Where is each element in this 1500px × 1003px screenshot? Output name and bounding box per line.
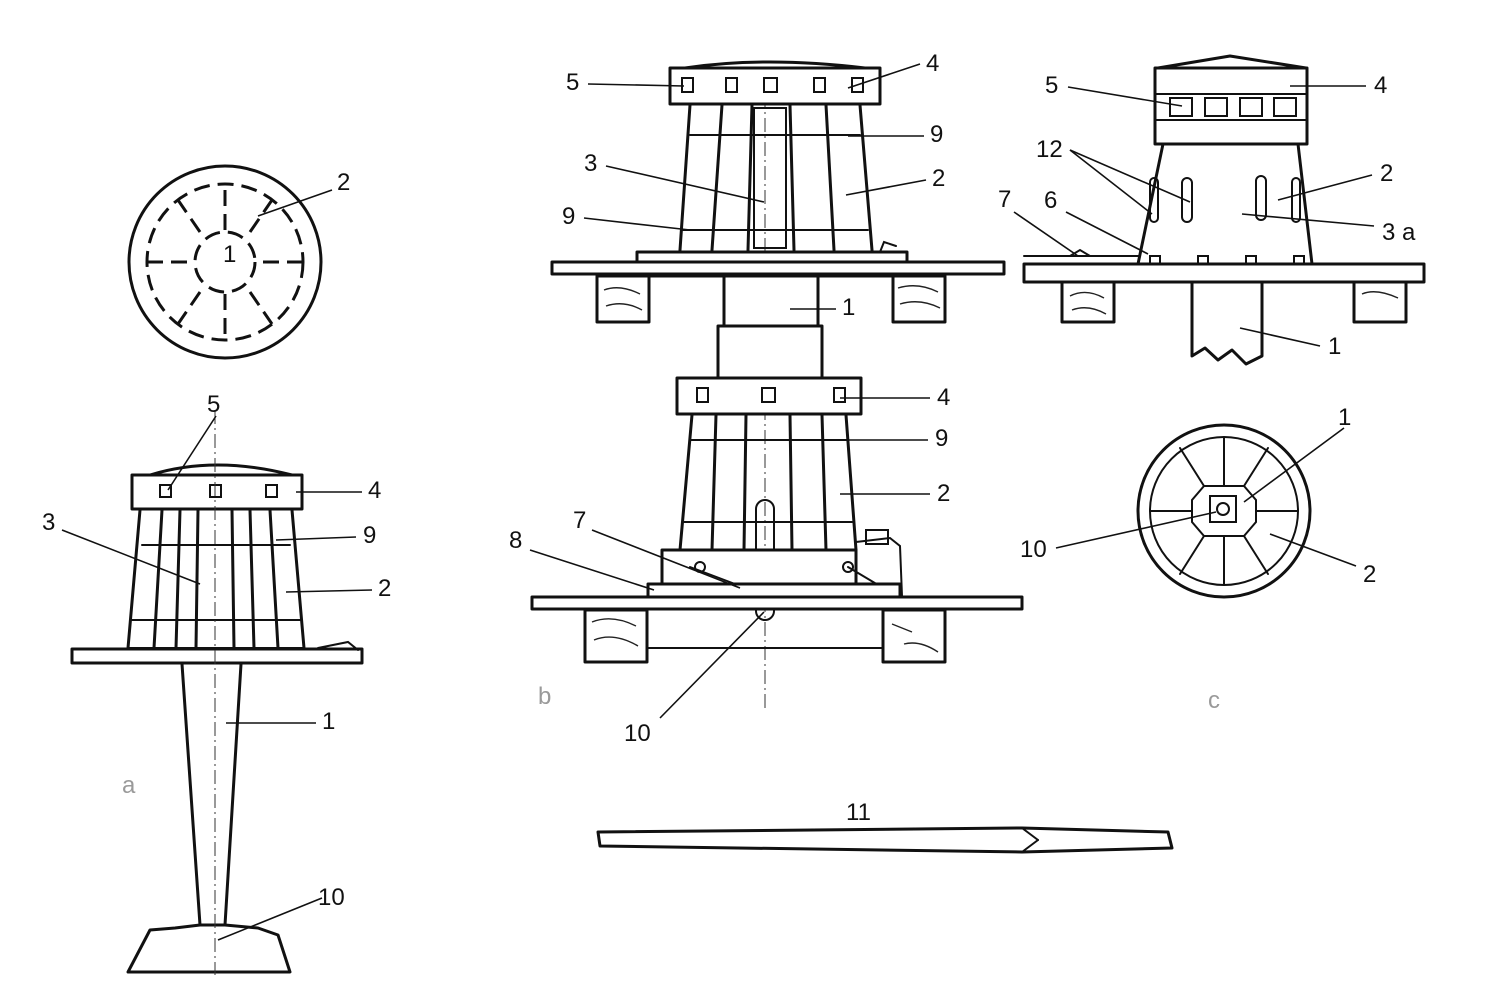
label-9: 9 (363, 522, 376, 549)
label-3: 3 (584, 150, 597, 177)
label-2: 2 (378, 575, 391, 602)
label-2: 2 (932, 165, 945, 192)
label-8: 8 (509, 527, 522, 554)
label-9: 9 (935, 425, 948, 452)
label-2: 2 (1380, 160, 1393, 187)
label-2: 2 (937, 480, 950, 507)
panel-a: 1 2 (42, 164, 391, 975)
label-1: 1 (842, 294, 855, 321)
label-10: 10 (624, 720, 651, 747)
label-1: 1 (223, 241, 236, 268)
label-4: 4 (926, 50, 939, 77)
label-5: 5 (1045, 72, 1058, 99)
label-3a: 3 a (1382, 219, 1416, 246)
panel-letter-a: a (122, 772, 136, 799)
label-7: 7 (573, 507, 586, 534)
label-4: 4 (937, 384, 950, 411)
label-1: 1 (1328, 333, 1341, 360)
panel-b-lower-capstan (530, 376, 1024, 664)
label-7: 7 (998, 186, 1011, 213)
label-5: 5 (207, 391, 220, 418)
panel-b-upper-capstan (550, 60, 1006, 380)
label-9: 9 (930, 121, 943, 148)
panel-letter-c: c (1208, 687, 1220, 714)
panel-b: 5 4 9 3 2 9 1 4 9 2 7 8 10 11 b (509, 50, 1174, 854)
label-2: 2 (1363, 561, 1376, 588)
label-10: 10 (1020, 536, 1047, 563)
label-9: 9 (562, 203, 575, 230)
panel-a-elevation: 5 4 3 9 2 1 10 a (42, 391, 391, 975)
panel-c-elevation (1022, 54, 1426, 366)
label-6: 6 (1044, 187, 1057, 214)
label-10: 10 (318, 884, 345, 911)
capstan-bar (596, 826, 1174, 854)
label-5: 5 (566, 69, 579, 96)
panel-letter-b: b (538, 683, 551, 710)
label-1: 1 (1338, 404, 1351, 431)
label-11: 11 (846, 799, 871, 826)
panel-c-plan-view (1136, 423, 1312, 599)
label-4: 4 (368, 477, 381, 504)
label-2: 2 (337, 169, 350, 196)
panel-a-plan-view: 1 2 (127, 164, 350, 360)
label-3: 3 (42, 509, 55, 536)
label-4: 4 (1374, 72, 1387, 99)
panel-c: 5 4 12 2 7 6 3 a 1 1 10 2 c (998, 54, 1426, 714)
label-1: 1 (322, 708, 335, 735)
label-12: 12 (1036, 136, 1063, 163)
